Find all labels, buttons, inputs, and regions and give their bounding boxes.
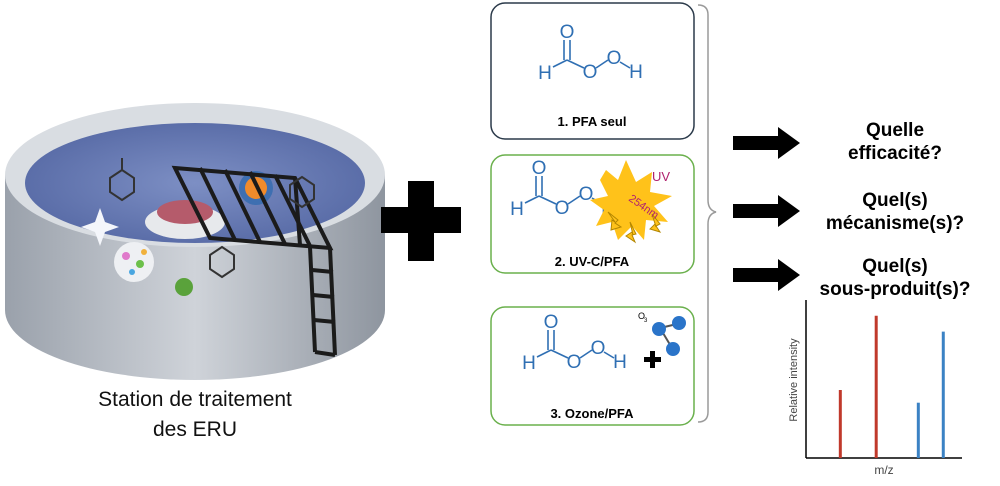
treatment-box-3	[490, 306, 695, 426]
atom-h-left: H	[538, 63, 552, 84]
arrow-1-icon	[733, 127, 800, 159]
atom-o-carbonyl: O	[532, 158, 547, 179]
ozone-subscript: 3	[644, 318, 648, 324]
water-surface	[25, 123, 365, 243]
atom-o-peroxy: O	[591, 338, 606, 359]
question-3-line2: sous-produit(s)?	[819, 279, 971, 300]
atom-h-left: H	[510, 199, 524, 220]
bridge-walkway	[171, 165, 337, 357]
station-label: Station de traitement des ERU	[30, 385, 360, 445]
atom-h-right: H	[613, 352, 627, 373]
sparkle-icon	[81, 208, 119, 246]
question-mechanism: Quel(s) mécanisme(s)?	[790, 189, 1000, 235]
station-label-line2: des ERU	[152, 418, 238, 441]
question-2-line1: Quel(s)	[862, 190, 928, 211]
arrow-3-icon	[733, 259, 800, 291]
atom-h-right: H	[629, 62, 643, 83]
y-axis-label: Relative intensity	[788, 338, 800, 422]
treatment-box-1	[490, 2, 695, 140]
x-axis-label: m/z	[874, 463, 893, 477]
bacteria-cluster-icon	[114, 242, 154, 282]
question-2-line2: mécanisme(s)?	[825, 213, 965, 234]
question-efficacy: Quelle efficacité?	[790, 119, 1000, 165]
question-1-line1: Quelle	[865, 120, 925, 141]
atom-o-peroxy: O	[579, 184, 594, 205]
station-label-line1: Station de traitement	[98, 388, 292, 411]
atom-o-ester: O	[555, 198, 570, 219]
caption-3: 3. Ozone/PFA	[550, 406, 634, 421]
virus-green-icon	[175, 278, 193, 296]
plus-icon	[381, 181, 461, 261]
question-1-line2: efficacité?	[848, 143, 942, 164]
ozone-molecule-icon	[652, 316, 686, 356]
atom-o-carbonyl: O	[544, 312, 559, 333]
caption-1: 1. PFA seul	[558, 114, 627, 129]
atom-o-peroxy: O	[607, 48, 622, 69]
grouping-bracket	[697, 4, 717, 423]
treatment-station-illustration	[5, 103, 385, 380]
pollutant-molecules	[109, 158, 315, 279]
uv-burst-icon	[590, 160, 672, 244]
atom-o-carbonyl: O	[560, 22, 575, 43]
atom-o-ester: O	[583, 62, 598, 83]
atom-o-ester: O	[567, 352, 582, 373]
atom-h-left: H	[522, 353, 536, 374]
question-byproducts: Quel(s) sous-produit(s)?	[790, 255, 1000, 301]
small-plus-icon	[644, 351, 661, 368]
caption-2: 2. UV-C/PFA	[555, 254, 630, 269]
arrow-2-icon	[733, 195, 800, 227]
uv-label: UV	[652, 169, 670, 184]
spectrum-chart: Relative intensity m/z	[788, 300, 962, 477]
ozone-label: O	[638, 311, 645, 321]
question-3-line1: Quel(s)	[862, 256, 928, 277]
